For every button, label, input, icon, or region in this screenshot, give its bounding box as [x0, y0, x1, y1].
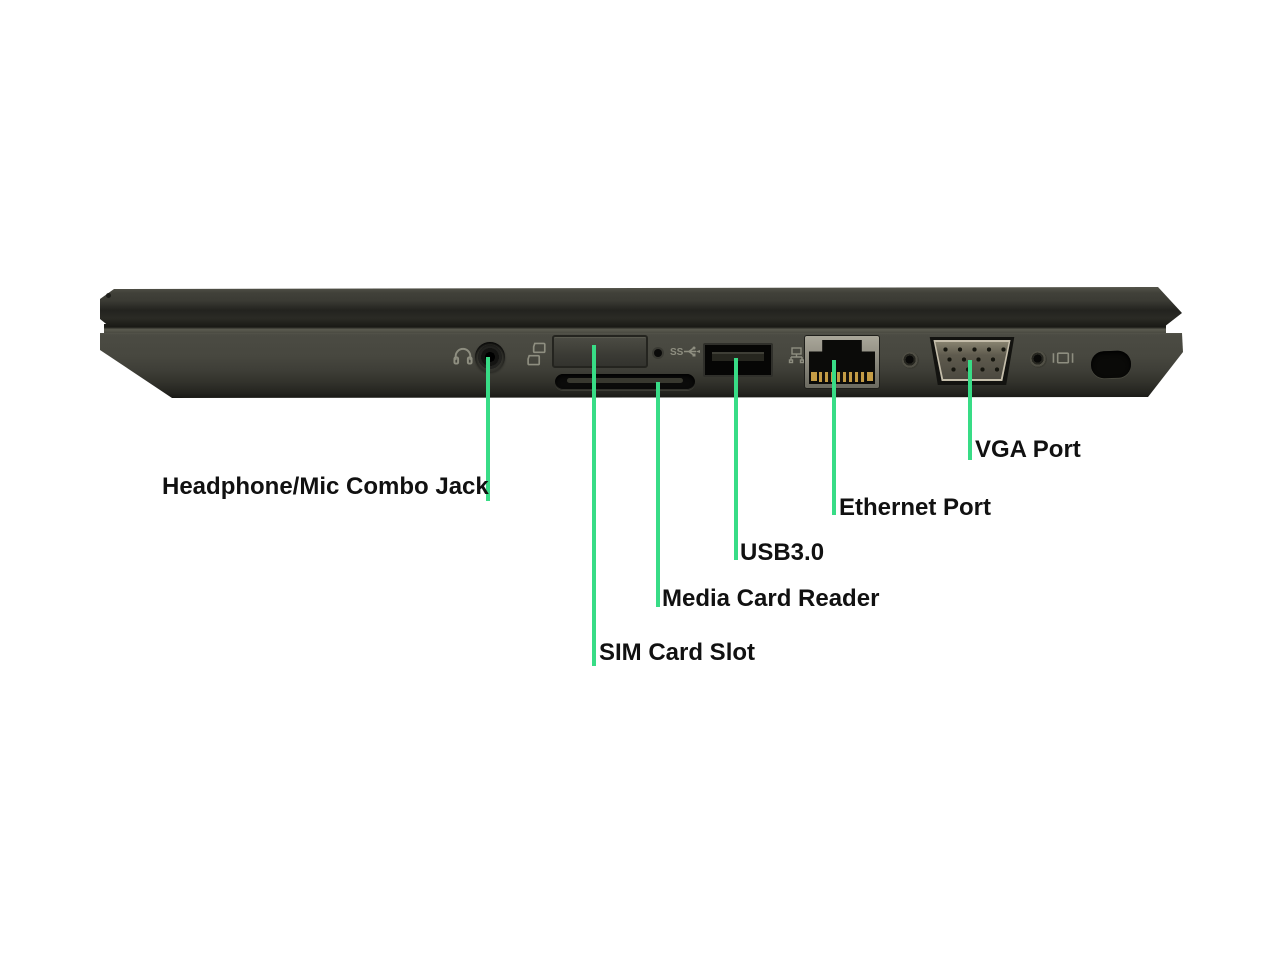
label-ethernet-port: Ethernet Port	[839, 494, 992, 521]
vga-screw-hole	[1030, 351, 1047, 368]
usb3-ss-icon: SS	[670, 344, 702, 359]
usb-tongue	[712, 352, 764, 361]
label-usb3: USB3.0	[740, 539, 825, 566]
callout-line-ethernet	[832, 360, 836, 515]
external-display-icon	[1051, 350, 1075, 367]
callout-line-headphone	[486, 357, 490, 501]
ethernet-port	[805, 336, 879, 388]
svg-text:SS: SS	[670, 347, 684, 358]
callout-line-usb	[734, 358, 738, 560]
headset-icon	[452, 344, 474, 366]
ethernet-contact	[867, 372, 873, 381]
callout-line-sim	[592, 345, 596, 666]
headphone-mic-combo-jack-port	[475, 342, 505, 372]
sim-card-icon	[527, 342, 547, 366]
ethernet-contact	[811, 372, 817, 381]
sim-card-tray	[552, 335, 648, 368]
label-vga-port: VGA Port	[975, 436, 1081, 463]
media-slot-lip	[567, 378, 683, 383]
label-media-card-reader: Media Card Reader	[662, 585, 880, 612]
vga-pin-row	[941, 345, 1009, 354]
laptop-hinge-gap	[104, 324, 1166, 333]
callout-line-media	[656, 382, 660, 607]
lid-screw-dot	[106, 293, 111, 298]
vga-pin-row	[949, 365, 1009, 374]
kensington-lock-slot	[1090, 350, 1132, 379]
laptop-lid-edge	[100, 287, 1182, 327]
media-card-reader-slot	[555, 374, 695, 390]
vga-pin-face	[935, 342, 1009, 379]
sim-eject-pinhole	[654, 349, 662, 357]
usb3-port	[703, 343, 773, 377]
ethernet-lan-icon	[787, 347, 805, 364]
callout-line-vga	[968, 360, 972, 460]
vga-screw-hole	[902, 352, 919, 369]
ethernet-gold-pins	[819, 372, 865, 382]
label-sim-card-slot: SIM Card Slot	[599, 639, 756, 666]
vga-pin-row	[945, 355, 1009, 364]
vga-port	[927, 337, 1017, 385]
label-headphone-mic-combo-jack: Headphone/Mic Combo Jack	[162, 473, 489, 500]
